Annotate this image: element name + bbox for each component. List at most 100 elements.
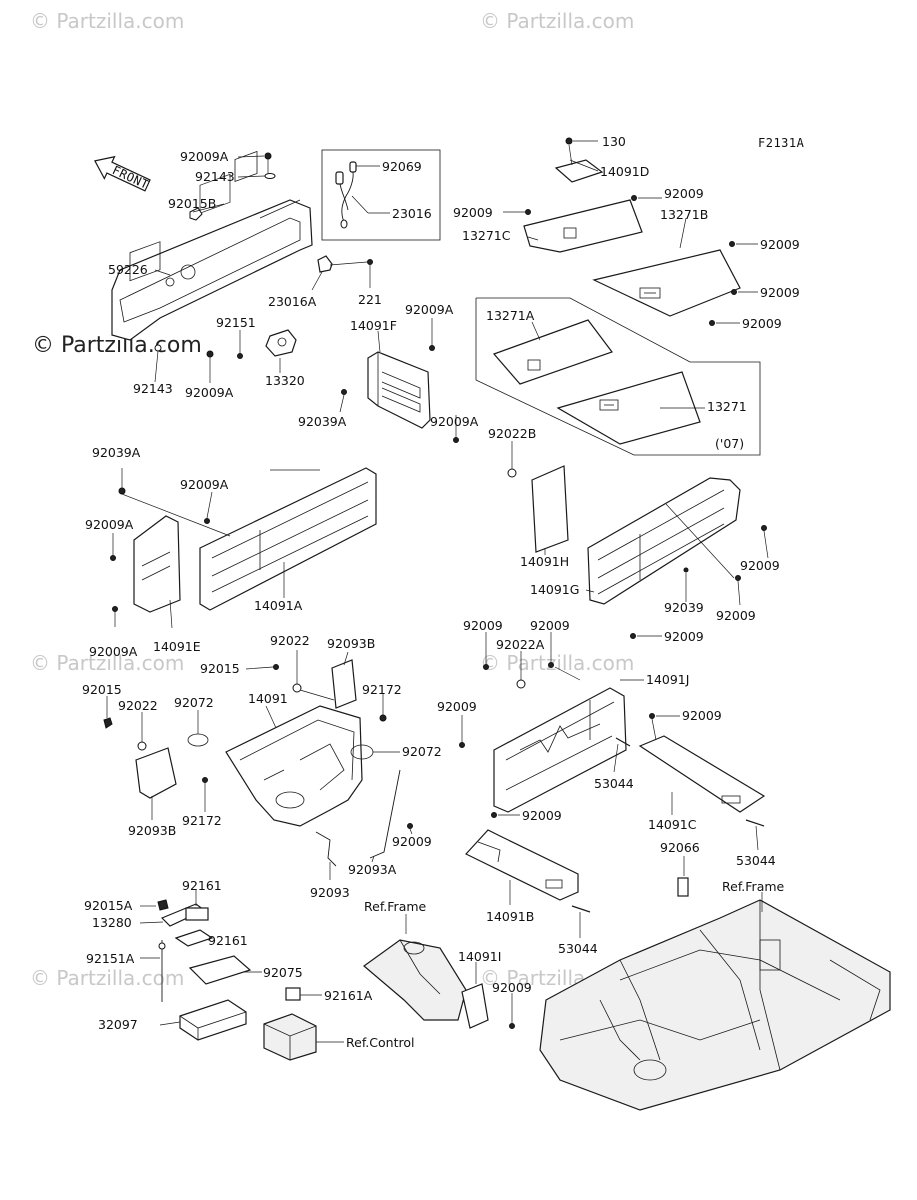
screw-icon — [525, 209, 531, 215]
rod-92093 — [315, 831, 337, 867]
screw-icon — [367, 259, 373, 265]
guard-14091J — [493, 687, 627, 813]
label-92039A: 92039A — [92, 445, 141, 460]
screw-icon — [118, 487, 126, 495]
switch-13320 — [265, 329, 297, 357]
rod-92093A — [369, 769, 401, 859]
label-92022: 92022 — [118, 698, 158, 713]
side-guard-14091A — [199, 467, 377, 611]
pad-92161A — [285, 987, 301, 1001]
label-ref-frame: Ref.Frame — [364, 899, 427, 914]
screw-icon — [407, 823, 413, 829]
label-92009: 92009 — [530, 618, 570, 633]
label-92093: 92093 — [310, 885, 350, 900]
label-14091E: 14091E — [153, 639, 201, 654]
label-92009A: 92009A — [405, 302, 454, 317]
label-14091I: 14091I — [458, 949, 501, 964]
label-92009: 92009 — [760, 237, 800, 252]
bracket-14091E — [133, 515, 181, 613]
label-92009A: 92009A — [89, 644, 138, 659]
label-13271: 13271 — [707, 399, 747, 414]
screw-icon — [509, 1023, 515, 1029]
label-92069: 92069 — [382, 159, 422, 174]
watermark-mid-left: © Partzilla.com — [30, 651, 184, 675]
year-07-box — [475, 297, 761, 456]
floor-mat-13271C — [523, 199, 643, 253]
label-92009: 92009 — [453, 205, 493, 220]
screw-icon — [273, 664, 279, 670]
label-23016: 23016 — [392, 206, 432, 221]
label-92009: 92009 — [392, 834, 432, 849]
label-13320: 13320 — [265, 373, 305, 388]
floor-mat-13271B — [592, 249, 741, 317]
label-92143: 92143 — [133, 381, 173, 396]
screw-icon — [683, 567, 689, 573]
clamp-92072-icon — [187, 733, 209, 747]
label-92172: 92172 — [362, 682, 402, 697]
screw-icon — [491, 812, 497, 818]
harness-box — [321, 149, 441, 241]
label-14091C: 14091C — [648, 817, 697, 832]
label-92009: 92009 — [492, 980, 532, 995]
label-92039: 92039 — [664, 600, 704, 615]
front-arrow-icon: FRONT — [94, 155, 151, 192]
screw-icon — [202, 777, 208, 783]
diagram-code: F2131A — [758, 136, 805, 150]
label-92015: 92015 — [82, 682, 122, 697]
label-92009A: 92009A — [185, 385, 234, 400]
bracket-92093B — [331, 659, 357, 709]
label-221: 221 — [358, 292, 382, 307]
screw-icon — [341, 389, 347, 395]
label-13271C: 13271C — [462, 228, 511, 243]
screw-icon — [379, 714, 387, 722]
label-92015B: 92015B — [168, 196, 216, 211]
screw-icon — [709, 320, 715, 326]
screw-icon — [731, 289, 737, 295]
dash-panel-59226 — [111, 150, 313, 341]
washer-icon — [158, 942, 166, 950]
label-92009: 92009 — [760, 285, 800, 300]
screw-icon — [630, 633, 636, 639]
floor-mat-13271 — [556, 371, 701, 445]
screw-icon — [761, 525, 767, 531]
plate-14091C — [638, 735, 766, 813]
strip-53044-icon — [745, 819, 765, 827]
nut-icon — [157, 899, 169, 911]
label-92161: 92161 — [182, 878, 222, 893]
label-92022: 92022 — [270, 633, 310, 648]
label-92022B: 92022B — [488, 426, 536, 441]
label-92009: 92009 — [664, 186, 704, 201]
label-23016A: 23016A — [268, 294, 317, 309]
label-92143: 92143 — [195, 169, 235, 184]
screw-icon — [112, 606, 118, 612]
label-92093A: 92093A — [348, 862, 397, 877]
nut-icon — [189, 207, 203, 221]
watermark-mid-right: © Partzilla.com — [480, 651, 634, 675]
cover-14091H — [531, 465, 569, 553]
floor-pan-14091 — [225, 705, 363, 827]
label-92151: 92151 — [216, 315, 256, 330]
label-92009A: 92009A — [430, 414, 479, 429]
label-ref-control: Ref.Control — [346, 1035, 414, 1050]
label-14091: 14091 — [248, 691, 288, 706]
label-92009: 92009 — [463, 618, 503, 633]
label-13271B: 13271B — [660, 207, 708, 222]
watermark-top-left: © Partzilla.com — [30, 9, 184, 33]
battery-tray-32097 — [179, 999, 247, 1041]
screw-icon — [548, 662, 554, 668]
pad-92075 — [188, 955, 252, 985]
frame-assembly — [539, 899, 891, 1111]
label-92161A: 92161A — [324, 988, 373, 1003]
label-14091G: 14091G — [530, 582, 579, 597]
label-92009: 92009 — [664, 629, 704, 644]
screw-icon — [729, 241, 735, 247]
label-14091A: 14091A — [254, 598, 303, 613]
washer-icon — [292, 683, 302, 693]
label-92066: 92066 — [660, 840, 700, 855]
nut-icon — [103, 717, 113, 729]
label-92072: 92072 — [402, 744, 442, 759]
label-13280: 13280 — [92, 915, 132, 930]
label-14091J: 14091J — [646, 672, 689, 687]
cover-14091F — [367, 351, 431, 429]
